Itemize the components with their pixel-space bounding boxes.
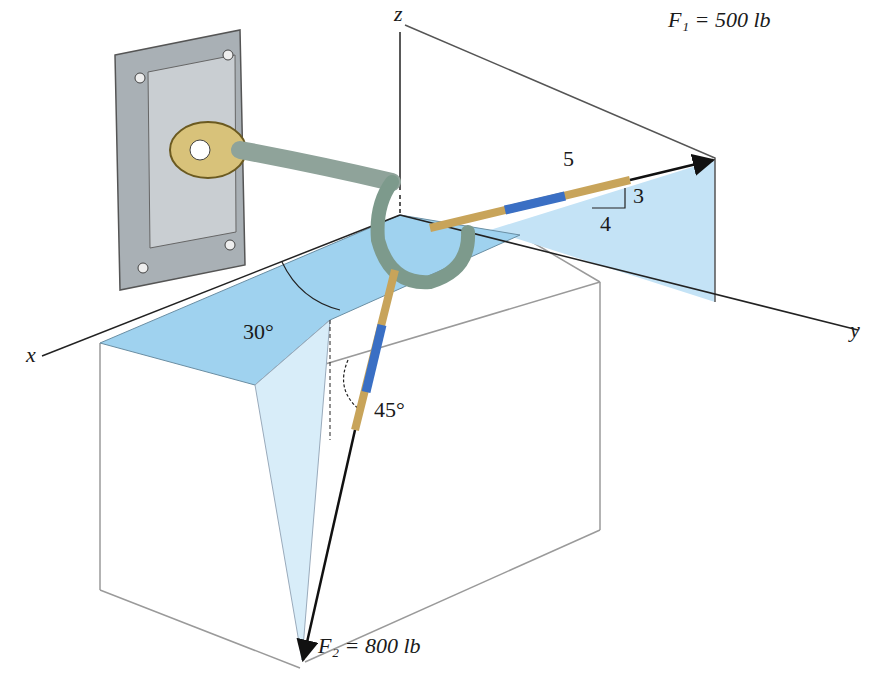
force-arrow bbox=[630, 160, 713, 180]
angle-label: 30° bbox=[243, 320, 274, 344]
slope-number: 3 bbox=[633, 184, 644, 208]
hook bbox=[240, 150, 392, 182]
angle-arc bbox=[344, 360, 360, 410]
axis-label: x bbox=[26, 343, 36, 367]
slope-number: 5 bbox=[563, 147, 574, 171]
force-label: F₁ = 500 lb bbox=[668, 8, 771, 32]
axis-label: y bbox=[850, 318, 860, 342]
pin bbox=[190, 140, 210, 160]
axis-label: z bbox=[394, 2, 403, 26]
angle-label: 45° bbox=[374, 398, 405, 422]
rope-sleeve bbox=[505, 196, 565, 210]
wall-plate bbox=[115, 30, 245, 290]
slope-number: 4 bbox=[600, 212, 611, 236]
angle-arc bbox=[282, 262, 340, 310]
force-arrow bbox=[303, 430, 355, 660]
axis bbox=[42, 32, 858, 356]
plane bbox=[255, 320, 330, 660]
force-label: F₂ = 800 lb bbox=[318, 634, 421, 658]
plane bbox=[490, 160, 715, 302]
projection-line bbox=[330, 320, 331, 440]
slope-triangle bbox=[592, 188, 625, 208]
hook bbox=[378, 182, 469, 282]
rope-sleeve bbox=[366, 325, 382, 392]
